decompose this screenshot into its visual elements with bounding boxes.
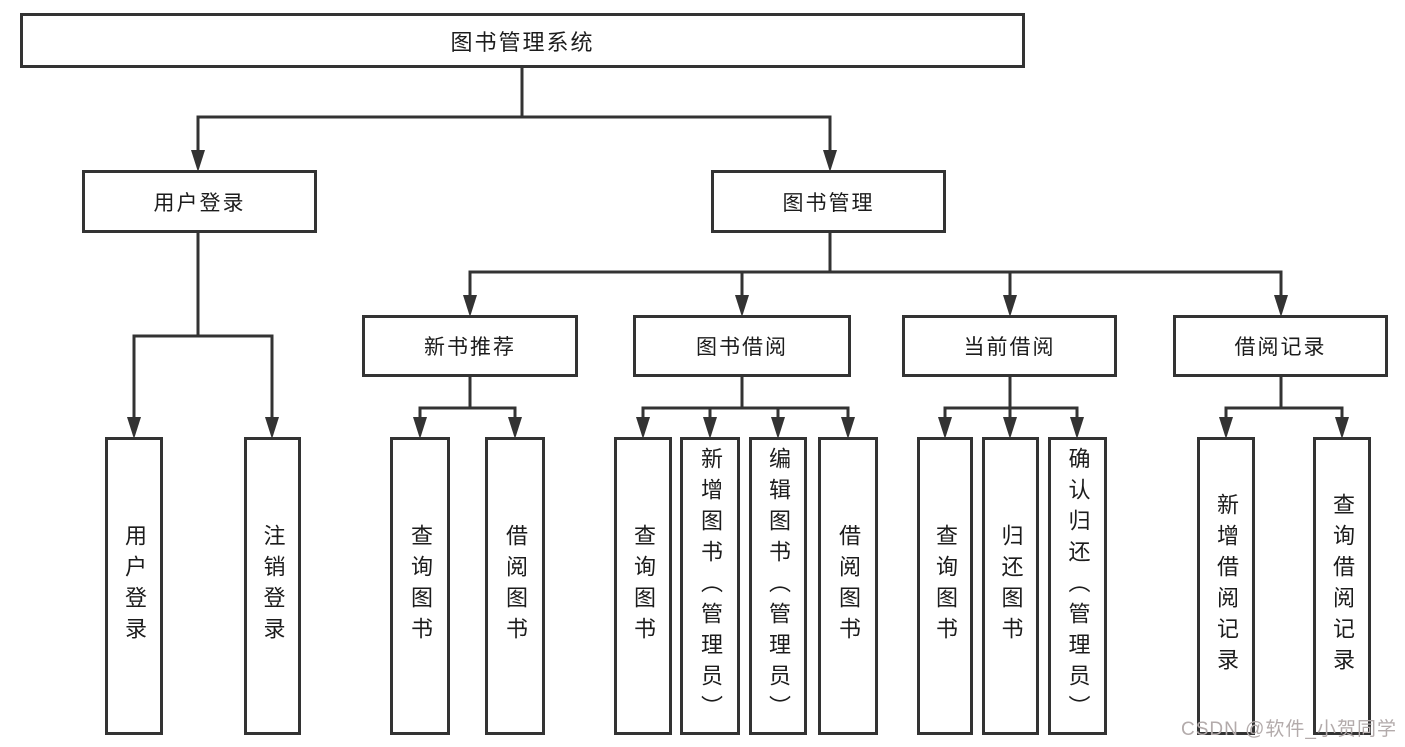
leaf-user-login: 用户登录	[105, 437, 163, 735]
arrow-down-icon	[938, 417, 952, 439]
node-label: 当前借阅	[963, 336, 1056, 359]
node-label: 查询图书	[631, 524, 656, 648]
csdn-watermark: CSDN @软件_小贺同学	[1181, 719, 1397, 740]
node-label: 查询图书	[933, 524, 958, 648]
node-label: 用户登录	[122, 524, 147, 648]
node-book-borrowing: 图书借阅	[633, 315, 851, 377]
arrow-down-icon	[1274, 295, 1288, 317]
node-label: 图书借阅	[696, 336, 788, 359]
node-label: 借阅图书	[503, 524, 528, 648]
leaf-edit-books-admin: 编辑图书（管理员）	[749, 437, 807, 735]
node-label: 查询图书	[408, 524, 433, 648]
node-label: 查询借阅记录	[1330, 493, 1355, 679]
connector-paths	[132, 68, 1344, 421]
arrow-down-icon	[463, 295, 477, 317]
leaf-add-books-admin: 新增图书（管理员）	[680, 437, 740, 735]
leaf-query-borrow-record: 查询借阅记录	[1313, 437, 1371, 735]
arrow-down-icon	[636, 417, 650, 439]
arrow-down-icon	[127, 417, 141, 439]
node-library-management-system: 图书管理系统	[20, 13, 1025, 68]
node-label: 新增借阅记录	[1214, 493, 1239, 679]
node-label: 用户登录	[153, 191, 246, 215]
node-new-book-recommendation: 新书推荐	[362, 315, 578, 377]
leaf-query-books-borrowing: 查询图书	[614, 437, 672, 735]
leaf-confirm-return-admin: 确认归还（管理员）	[1048, 437, 1107, 735]
node-label: 新书推荐	[424, 336, 516, 359]
arrow-down-icon	[191, 150, 205, 172]
leaf-query-books-recommend: 查询图书	[390, 437, 450, 735]
node-label: 归还图书	[998, 524, 1024, 648]
leaf-borrow-books-recommend: 借阅图书	[485, 437, 545, 735]
leaf-borrow-books: 借阅图书	[818, 437, 878, 735]
node-label: 新增图书（管理员）	[698, 446, 723, 726]
arrow-down-icon	[508, 417, 522, 439]
arrow-down-icon	[1070, 417, 1084, 439]
arrow-down-icon	[823, 150, 837, 172]
leaf-query-books-current: 查询图书	[917, 437, 973, 735]
node-borrowing-records: 借阅记录	[1173, 315, 1388, 377]
arrow-down-icon	[841, 417, 855, 439]
node-user-login: 用户登录	[82, 170, 317, 233]
arrow-down-icon	[703, 417, 717, 439]
node-label: 图书管理	[782, 191, 875, 215]
arrow-down-icon	[265, 417, 279, 439]
arrow-down-icon	[413, 417, 427, 439]
node-label: 借阅记录	[1234, 336, 1327, 359]
arrow-down-icon	[1219, 417, 1233, 439]
leaf-logout-login: 注销登录	[244, 437, 301, 735]
node-label: 编辑图书（管理员）	[766, 446, 791, 726]
leaf-return-books: 归还图书	[982, 437, 1039, 735]
arrow-down-icon	[735, 295, 749, 317]
arrow-down-icon	[1335, 417, 1349, 439]
arrow-down-icon	[1003, 295, 1017, 317]
node-book-management: 图书管理	[711, 170, 946, 233]
node-label: 借阅图书	[836, 524, 861, 648]
arrow-down-icon	[771, 417, 785, 439]
arrow-down-icon	[1003, 417, 1017, 439]
node-label: 注销登录	[260, 524, 286, 648]
leaf-add-borrow-record: 新增借阅记录	[1197, 437, 1255, 735]
node-current-borrowing: 当前借阅	[902, 315, 1117, 377]
arrow-icons	[127, 150, 1349, 439]
node-label: 确认归还（管理员）	[1065, 446, 1091, 726]
node-label: 图书管理系统	[450, 29, 595, 55]
